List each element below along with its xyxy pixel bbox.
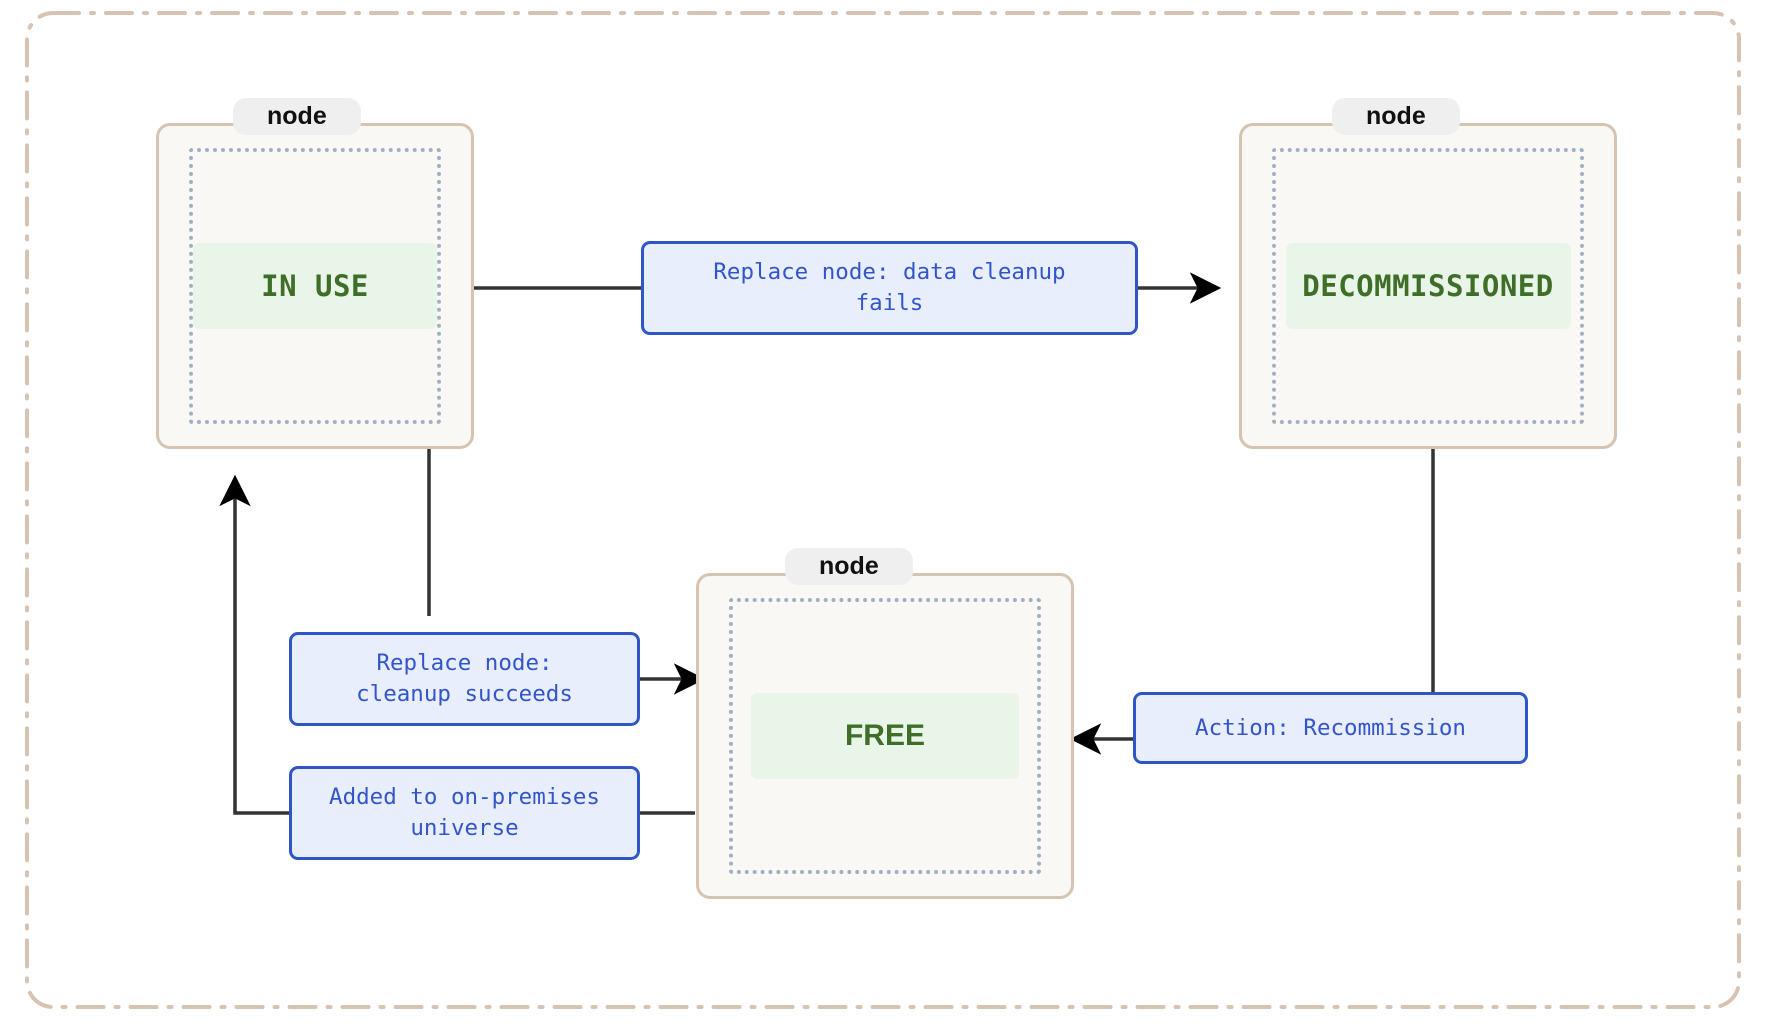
edge-label-text-inuse-to-decommissioned: Replace node: data cleanup fails xyxy=(713,259,1066,316)
edge-label-free-to-inuse[interactable]: Added to on-premises universe xyxy=(289,766,640,860)
group-title-free: node xyxy=(785,548,913,585)
group-title-decommissioned: node xyxy=(1332,98,1460,135)
edge-path-free-inuse-2 xyxy=(219,474,290,815)
edge-label-text-inuse-to-free: Replace node: cleanup succeeds xyxy=(356,650,573,707)
state-label-free: FREE xyxy=(844,719,925,752)
node-inner-boundary-in-use: IN USE xyxy=(189,148,441,424)
group-title-text-free: node xyxy=(819,552,879,580)
node-group-decommissioned[interactable]: DECOMMISSIONED xyxy=(1239,123,1617,449)
state-label-in-use: IN USE xyxy=(261,269,369,303)
edge-label-inuse-to-decommissioned[interactable]: Replace node: data cleanup fails xyxy=(641,241,1138,335)
group-title-text-in-use: node xyxy=(267,102,327,130)
node-inner-boundary-decommissioned: DECOMMISSIONED xyxy=(1272,148,1584,424)
group-title-in-use: node xyxy=(233,98,361,135)
state-box-free[interactable]: FREE xyxy=(751,693,1019,779)
node-group-in-use[interactable]: IN USE xyxy=(156,123,474,449)
group-title-text-decommissioned: node xyxy=(1366,102,1426,130)
state-box-in-use[interactable]: IN USE xyxy=(193,243,437,329)
edge-label-inuse-to-free[interactable]: Replace node: cleanup succeeds xyxy=(289,632,640,726)
node-group-free[interactable]: FREE xyxy=(696,573,1074,899)
state-label-decommissioned: DECOMMISSIONED xyxy=(1302,269,1554,303)
edge-label-decommissioned-to-free[interactable]: Action: Recommission xyxy=(1133,692,1528,764)
edge-label-text-decommissioned-to-free: Action: Recommission xyxy=(1195,714,1466,741)
edge-label-text-free-to-inuse: Added to on-premises universe xyxy=(329,784,600,841)
node-inner-boundary-free: FREE xyxy=(729,598,1041,874)
state-box-decommissioned[interactable]: DECOMMISSIONED xyxy=(1285,243,1571,329)
